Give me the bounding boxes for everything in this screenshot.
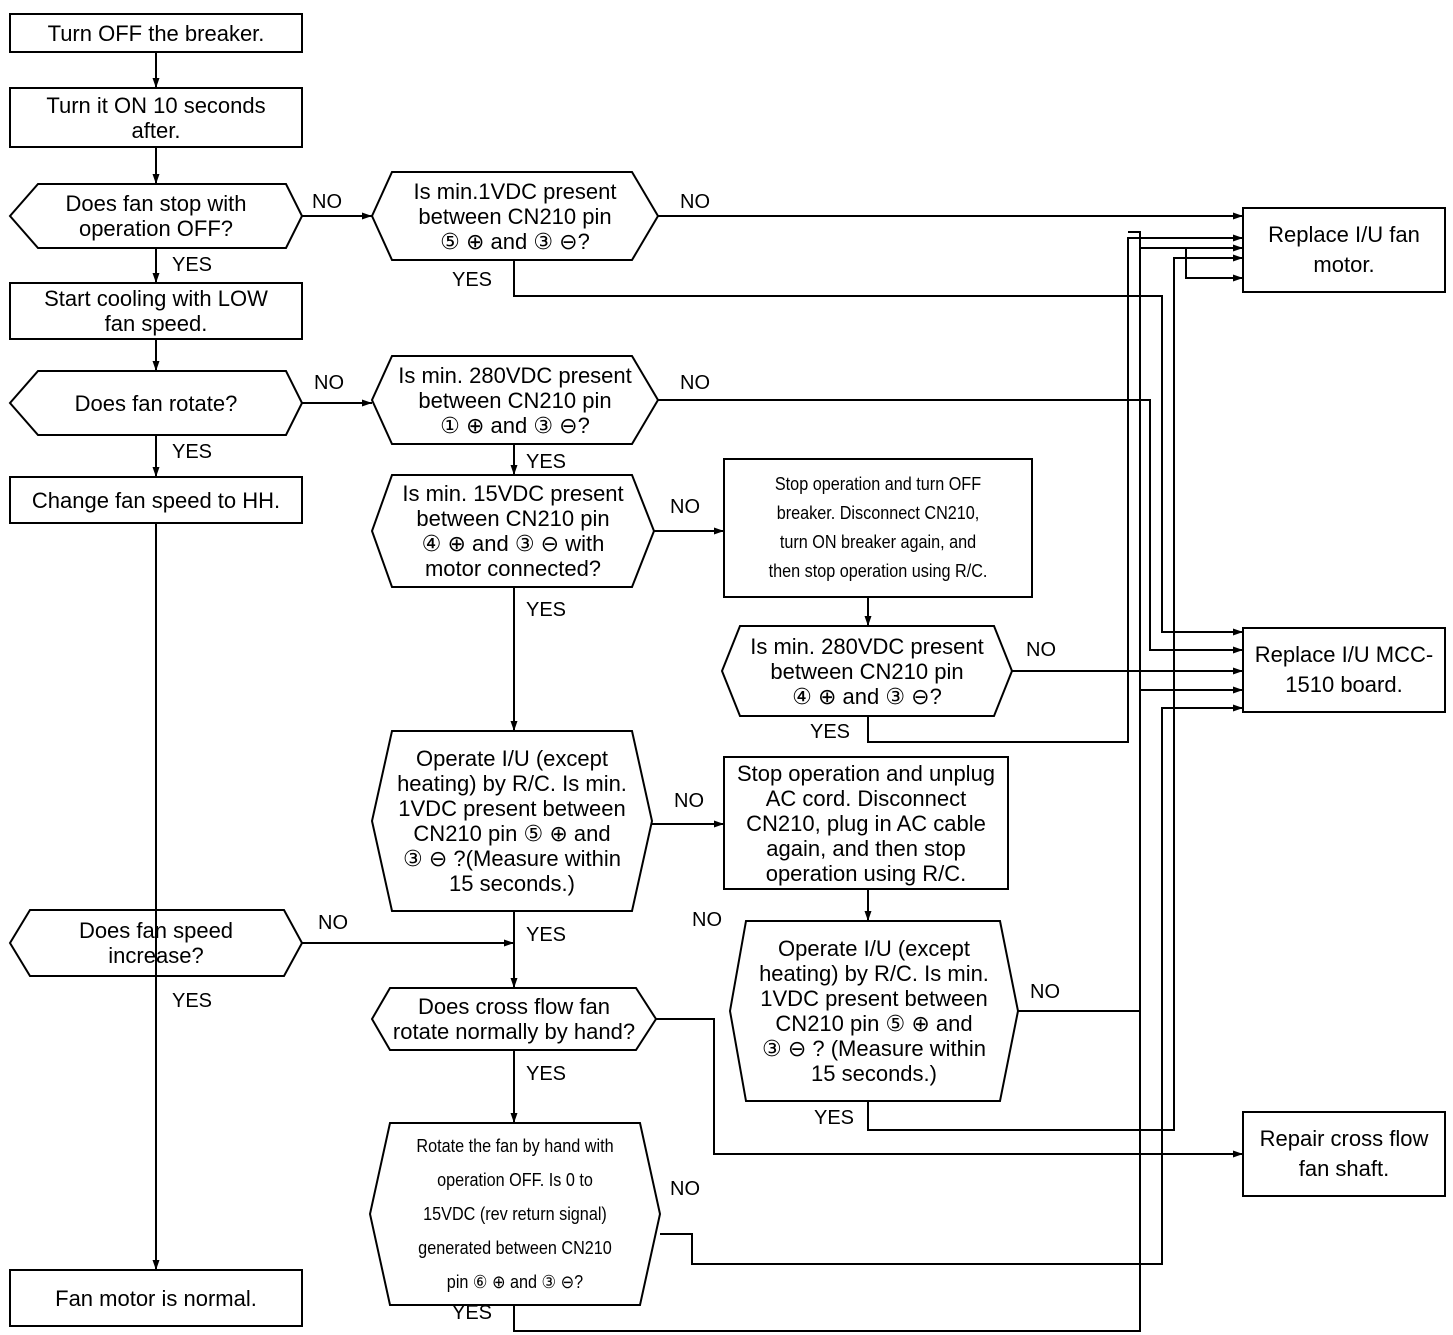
question-rotate-hand-text: Rotate the fan by hand with operation OF… — [416, 1136, 614, 1292]
label-yes-15vdc: YES — [526, 599, 567, 621]
step-normal: Fan motor is normal. — [10, 1270, 302, 1326]
decision-operate-2 — [728, 920, 1020, 1102]
question-fan-rotate: Does fan rotate? — [20, 371, 292, 435]
box-stop-unplug — [723, 756, 1009, 890]
question-speed-increase: Does fan speed increase? — [20, 910, 292, 976]
action-replace-motor: Replace I/U fan motor. — [1243, 208, 1445, 292]
question-operate-1: Operate I/U (except heating) by R/C. Is … — [380, 731, 644, 911]
decision-operate-1 — [370, 730, 654, 912]
connector — [867, 234, 1243, 743]
step-turn-off-breaker: Turn OFF the breaker. — [10, 14, 302, 52]
label-no-operate-1: NO — [674, 790, 704, 812]
box-replace-board — [1242, 627, 1446, 713]
label-yes-280vdc-4: YES — [810, 721, 851, 743]
step-start-cooling-text: Start cooling with LOW fan speed. — [44, 286, 268, 336]
step-stop-disconnect: Stop operation and turn OFF breaker. Dis… — [739, 459, 1016, 597]
label-no-280vdc-1: NO — [680, 372, 710, 394]
action-replace-board: Replace I/U MCC- 1510 board. — [1243, 628, 1445, 712]
label-yes-1vdc: YES — [452, 269, 493, 291]
question-280vdc-4-3-text: Is min. 280VDC present between CN210 pin… — [750, 633, 984, 709]
step-change-speed-text: Change fan speed to HH. — [31, 487, 281, 513]
connector — [656, 1018, 1243, 1158]
box-turn-on-after — [9, 87, 303, 148]
box-normal — [9, 1269, 303, 1327]
action-replace-motor-text: Replace I/U fan motor. — [1268, 222, 1420, 277]
decision-280vdc-4-3 — [720, 625, 1014, 717]
label-yes-operate-1: YES — [526, 924, 567, 946]
question-fan-stop-text: Does fan stop with operation OFF? — [65, 191, 247, 241]
question-cross-flow-text: Does cross flow fan rotate normally by h… — [392, 994, 636, 1044]
label-no-operate-2: NO — [1030, 981, 1060, 1003]
question-280vdc-1-3-text: Is min. 280VDC present between CN210 pin… — [398, 362, 632, 438]
label-no-1vdc: NO — [680, 191, 710, 213]
label-no-rotate-hand: NO — [670, 1178, 700, 1200]
label-yes-fan-rotate: YES — [172, 441, 213, 463]
step-stop-unplug-text: Stop operation and unplug AC cord. Disco… — [736, 760, 996, 886]
step-turn-off-breaker-text: Turn OFF the breaker. — [47, 20, 265, 46]
box-repair-shaft — [1242, 1111, 1446, 1197]
decision-fan-stop — [8, 183, 304, 249]
decision-rotate-hand — [368, 1122, 662, 1306]
step-stop-disconnect-text: Stop operation and turn OFF breaker. Dis… — [768, 474, 988, 581]
step-change-speed: Change fan speed to HH. — [10, 477, 302, 523]
step-stop-unplug: Stop operation and unplug AC cord. Disco… — [724, 757, 1008, 889]
question-280vdc-1-3: Is min. 280VDC present between CN210 pin… — [380, 356, 650, 444]
label-no-speed-increase: NO — [318, 912, 348, 934]
question-rotate-hand: Rotate the fan by hand with operation OF… — [386, 1123, 643, 1305]
box-stop-disconnect — [723, 458, 1033, 598]
question-1vdc-5-3-text: Is min.1VDC present between CN210 pin ⑤ … — [413, 178, 617, 254]
question-operate-1-text: Operate I/U (except heating) by R/C. Is … — [397, 746, 627, 896]
question-operate-2-text: Operate I/U (except heating) by R/C. Is … — [759, 936, 989, 1086]
question-operate-2: Operate I/U (except heating) by R/C. Is … — [738, 921, 1010, 1101]
action-repair-shaft: Repair cross flow fan shaft. — [1243, 1112, 1445, 1196]
question-15vdc-4-3: Is min. 15VDC present between CN210 pin … — [380, 475, 646, 587]
question-fan-rotate-text: Does fan rotate? — [74, 390, 238, 416]
label-yes-cross-flow: YES — [526, 1063, 567, 1085]
decision-280vdc-1-3 — [370, 355, 660, 445]
question-280vdc-4-3: Is min. 280VDC present between CN210 pin… — [730, 626, 1004, 716]
decision-fan-rotate — [8, 370, 304, 436]
step-turn-on-after: Turn it ON 10 seconds after. — [10, 88, 302, 147]
label-yes-fan-stop: YES — [172, 254, 213, 276]
step-normal-text: Fan motor is normal. — [55, 1285, 257, 1311]
decision-15vdc-4-3 — [370, 474, 656, 588]
connector — [658, 399, 1243, 654]
question-speed-increase-text: Does fan speed increase? — [78, 918, 234, 968]
box-turn-off-breaker — [9, 13, 303, 53]
decision-cross-flow — [370, 987, 658, 1051]
action-repair-shaft-text: Repair cross flow fan shaft. — [1259, 1126, 1429, 1181]
label-no-left-operate-2: NO — [692, 909, 722, 931]
step-turn-on-after-text: Turn it ON 10 seconds after. — [46, 92, 266, 143]
action-replace-board-text: Replace I/U MCC- 1510 board. — [1254, 642, 1434, 697]
connector — [513, 260, 1243, 636]
label-no-fan-rotate: NO — [314, 372, 344, 394]
connector — [1140, 247, 1243, 282]
question-fan-stop: Does fan stop with operation OFF? — [20, 184, 292, 248]
label-yes-operate-2: YES — [814, 1107, 855, 1129]
box-replace-motor — [1242, 207, 1446, 293]
label-no-280vdc-4: NO — [1026, 639, 1056, 661]
question-1vdc-5-3: Is min.1VDC present between CN210 pin ⑤ … — [380, 172, 650, 260]
label-yes-rotate-hand: YES — [452, 1302, 493, 1324]
box-start-cooling — [9, 282, 303, 340]
connector — [867, 254, 1243, 1131]
question-cross-flow: Does cross flow fan rotate normally by h… — [378, 988, 650, 1050]
label-yes-280vdc-1: YES — [526, 451, 567, 473]
connector — [660, 704, 1243, 1265]
connector — [1018, 686, 1243, 1012]
box-change-speed — [9, 476, 303, 524]
label-no-15vdc: NO — [670, 496, 700, 518]
label-no-fan-stop: NO — [312, 191, 342, 213]
step-start-cooling: Start cooling with LOW fan speed. — [10, 283, 302, 339]
question-15vdc-4-3-text: Is min. 15VDC present between CN210 pin … — [402, 481, 624, 581]
label-yes-speed-increase: YES — [172, 990, 213, 1012]
